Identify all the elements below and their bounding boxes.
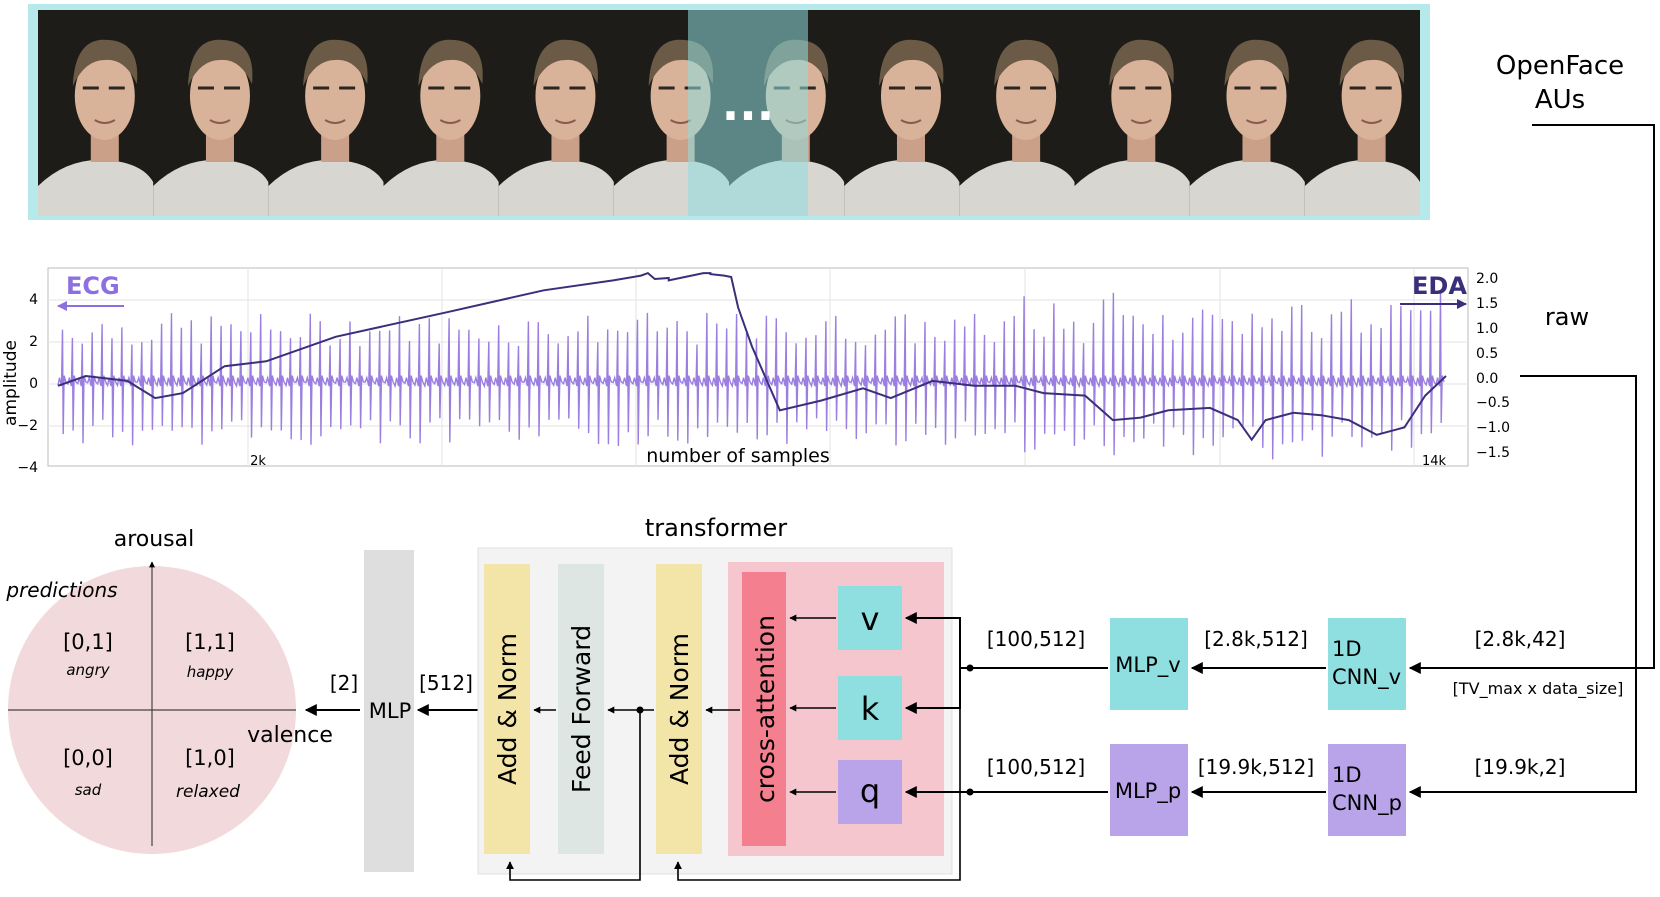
add-norm-block-left [484, 564, 530, 854]
ellipsis-overlay [688, 10, 808, 216]
eda-series-line [57, 271, 1447, 442]
ecg-label: ECG [66, 272, 120, 300]
right-tick: −1.5 [1476, 445, 1510, 461]
cnn-v-block [1328, 618, 1406, 710]
right-tick: −1.0 [1476, 420, 1510, 436]
predictions-label: predictions [5, 578, 117, 602]
add-norm-block-right [656, 564, 702, 854]
video-frame [153, 39, 269, 216]
mlp-p-block [1110, 744, 1188, 836]
v-block [838, 586, 902, 650]
k-label: k [861, 690, 880, 728]
q-block [838, 760, 902, 824]
video-frame [268, 39, 384, 216]
x-tick: 2k [250, 454, 266, 469]
emotion-circle: arousal valence predictions [0,1] angry … [5, 527, 333, 854]
mlp-p-label: MLP_p [1115, 779, 1181, 804]
dim-out: [2] [330, 671, 358, 695]
quadrant-01-name: angry [66, 661, 110, 679]
input-routing-lines [1408, 124, 1655, 798]
feed-forward-label: Feed Forward [567, 625, 596, 793]
video-frame [498, 39, 614, 216]
cnn-p-label-2: CNN_p [1332, 791, 1402, 816]
arousal-label: arousal [114, 527, 195, 552]
quadrant-11-name: happy [187, 663, 235, 681]
x-axis-label: number of samples [646, 445, 830, 467]
x-tick: 14k [1422, 454, 1447, 469]
dim-512: [512] [419, 671, 473, 695]
video-frames-strip: ... [28, 4, 1430, 220]
left-tick: −4 [17, 460, 38, 476]
cross-attention-label: cross-attention [751, 615, 780, 803]
left-tick: 2 [29, 334, 38, 350]
right-tick: −0.5 [1476, 395, 1510, 411]
tv-note: [TV_max x data_size] [1453, 679, 1624, 699]
video-frame [1074, 39, 1190, 216]
video-ellipsis: ... [722, 77, 774, 131]
quadrant-10-name: relaxed [176, 782, 240, 802]
add-norm-left-label: Add & Norm [493, 633, 522, 785]
left-tick: 4 [29, 292, 38, 308]
quadrant-11: [1,1] [185, 630, 235, 654]
mlp-label: MLP [369, 699, 411, 723]
video-frame [38, 39, 154, 216]
raw-label: raw [1545, 303, 1589, 331]
transformer-label: transformer [645, 514, 787, 542]
quadrant-01: [0,1] [63, 630, 113, 654]
v-label: v [861, 600, 880, 638]
openface-label-line1: OpenFace [1496, 51, 1624, 81]
right-tick: 2.0 [1476, 271, 1498, 287]
residual-connections [506, 668, 961, 881]
video-frame [1189, 39, 1305, 216]
dim-p-mid: [100,512] [987, 755, 1085, 779]
qkv-to-attention-arrows [533, 614, 836, 796]
add-norm-right-label: Add & Norm [665, 633, 694, 785]
left-tick: 0 [29, 376, 38, 392]
left-tick: −2 [17, 418, 38, 434]
k-block [838, 676, 902, 740]
cross-attention-block [742, 572, 786, 846]
dim-p-in: [19.9k,2] [1475, 755, 1566, 779]
signal-plot: 4 2 0 −2 −4 2.0 1.5 1.0 0.5 0.0 −0.5 −1.… [1, 267, 1510, 476]
feed-forward-block [558, 564, 604, 854]
openface-label-line2: AUs [1535, 85, 1585, 115]
video-frame [959, 39, 1075, 216]
right-tick: 1.0 [1476, 321, 1498, 337]
valence-label: valence [247, 723, 333, 748]
video-frame [1304, 39, 1420, 216]
y-axis-label: amplitude [1, 340, 21, 426]
video-frame [383, 39, 499, 216]
v-k-input-arrows [904, 612, 970, 798]
dim-v-in: [2.8k,42] [1475, 627, 1566, 651]
right-tick: 1.5 [1476, 296, 1498, 312]
cnn-v-label-2: CNN_v [1332, 665, 1401, 690]
mlp-v-label: MLP_v [1115, 653, 1180, 678]
quadrant-10: [1,0] [185, 746, 235, 770]
cnn-p-label-1: 1D [1332, 763, 1362, 787]
ecg-series-line [57, 291, 1445, 460]
quadrant-00-name: sad [75, 781, 102, 799]
dim-p-cnn: [19.9k,512] [1198, 755, 1314, 779]
q-label: q [860, 772, 880, 810]
right-tick: 0.5 [1476, 346, 1498, 362]
video-frame [844, 39, 960, 216]
eda-label: EDA [1412, 272, 1467, 300]
mlp-v-block [1110, 618, 1188, 710]
dim-v-cnn: [2.8k,512] [1204, 627, 1308, 651]
cnn-v-label-1: 1D [1332, 637, 1362, 661]
right-tick: 0.0 [1476, 371, 1498, 387]
quadrant-00: [0,0] [63, 746, 113, 770]
cnn-p-block [1328, 744, 1406, 836]
mlp-block [364, 550, 414, 872]
dim-v-mid: [100,512] [987, 627, 1085, 651]
